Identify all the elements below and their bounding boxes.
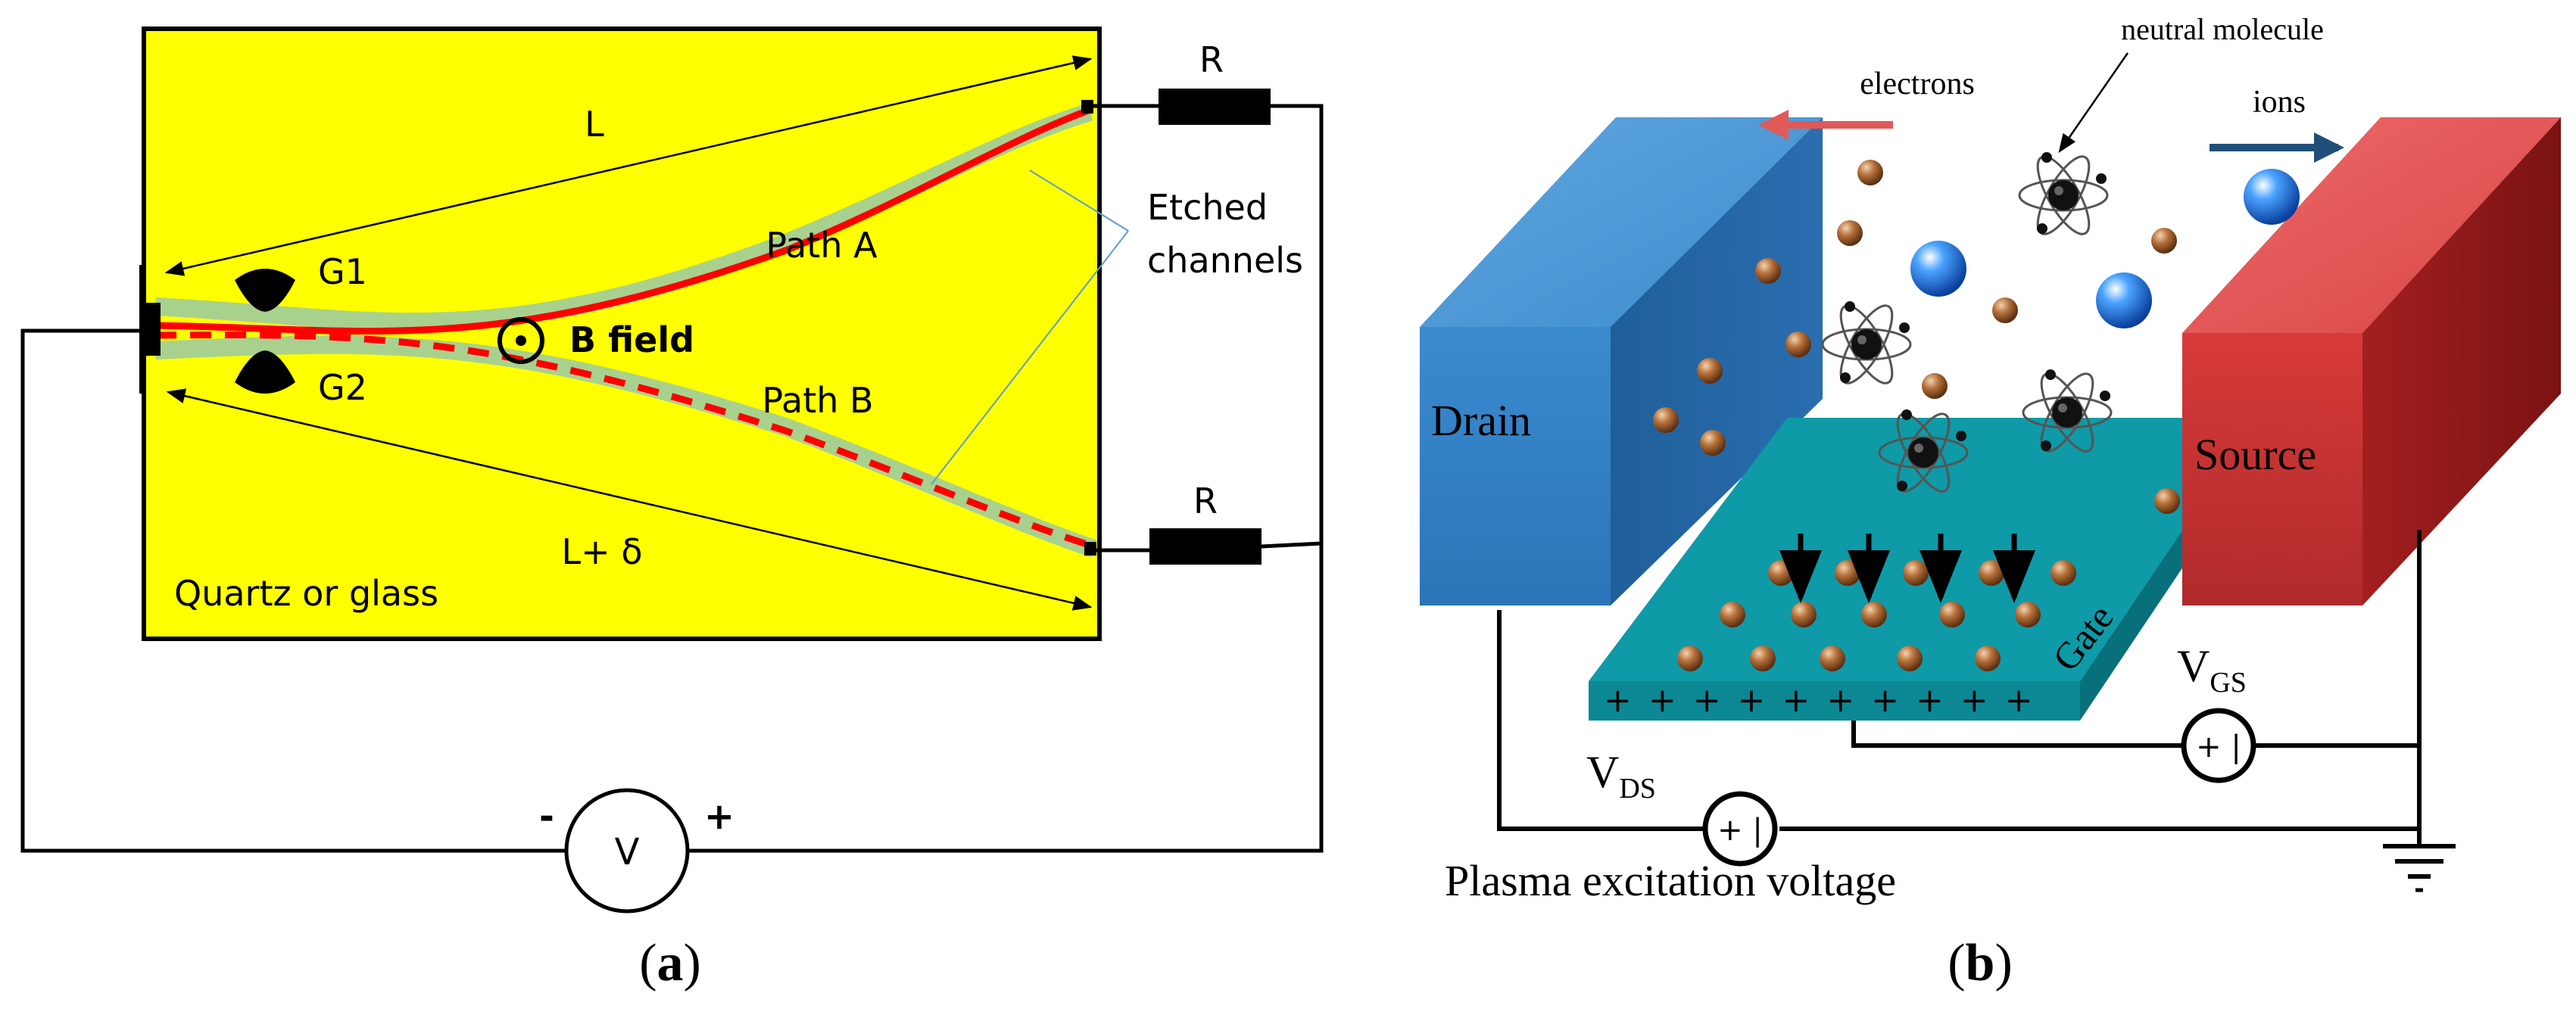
caption-a: (a) (639, 934, 701, 992)
contact-top-right (1081, 100, 1093, 114)
electron (1791, 602, 1817, 627)
neutral-molecule-icon (1821, 297, 1912, 391)
wire-bottom-resistor-right (1260, 541, 1322, 549)
electron (1837, 220, 1863, 246)
ions-label: ions (2253, 85, 2306, 120)
electron (1861, 602, 1887, 627)
gate-g1-label: G1 (318, 251, 367, 292)
panel-b: neutral molecule electrons ions Drain So… (1420, 12, 2561, 992)
electron (1979, 560, 2004, 586)
vgs-source-glyph: + | (2196, 730, 2241, 764)
electron (1700, 430, 1726, 456)
gate-g2-electrode (235, 350, 295, 394)
etched-channels-label-1: Etched (1147, 187, 1268, 228)
vgs-source-symbol (2181, 708, 2256, 783)
vds-source-glyph: + | (1717, 813, 1763, 848)
drain-label: Drain (1431, 396, 1531, 445)
etched-leader-1 (1029, 170, 1129, 232)
electron (2051, 560, 2076, 586)
electron (1750, 646, 1776, 671)
vds-source-symbol (1702, 791, 1778, 867)
vgs-wire (1851, 721, 2185, 748)
electron (1939, 602, 1965, 627)
source-label: Source (2194, 430, 2316, 479)
substrate-label: Quartz or glass (174, 573, 438, 614)
neutral-molecule-label: neutral molecule (2121, 12, 2324, 46)
resistor-bottom-label: R (1193, 481, 1218, 521)
contact-bottom-right (1084, 542, 1096, 556)
source-front-face (2182, 333, 2362, 606)
electron (1820, 646, 1845, 671)
electron (1992, 297, 2018, 323)
voltmeter-plus: + (704, 795, 734, 838)
electron (1835, 560, 1860, 586)
etched-channels-label-2: channels (1147, 240, 1303, 281)
circuit-wire-right (688, 104, 1324, 853)
voltmeter-symbol (564, 788, 690, 914)
electron (1755, 258, 1781, 284)
voltmeter-label: V (615, 831, 640, 873)
electron (1922, 373, 1948, 399)
gate-g1-electrode (235, 269, 295, 312)
vds-wire (1497, 610, 1704, 831)
path-a-label: Path A (766, 225, 878, 266)
electron (1720, 602, 1745, 627)
gate-charges-label: + + + + + + + + + + (1604, 681, 2036, 720)
neutral-molecule-icon (2018, 148, 2109, 242)
electron (1768, 560, 1794, 586)
neutral-molecule-pointer (2058, 52, 2129, 154)
electron (1975, 646, 2001, 671)
resistor-bottom (1149, 528, 1261, 565)
electron (1653, 407, 1679, 433)
gate-front-face (1589, 681, 2080, 721)
source-side-face (2362, 117, 2561, 606)
b-field-dot (516, 335, 526, 346)
length-arrow-bottom (166, 388, 1093, 611)
b-field-label: B field (569, 319, 694, 360)
electron (2015, 602, 2041, 627)
panel-a: L L+ δ Path A Path B G1 G2 B field Etche… (20, 26, 1324, 992)
electron (1785, 332, 1811, 357)
voltmeter-minus: - (539, 795, 554, 838)
electron (1677, 646, 1703, 671)
electron (1857, 160, 1883, 185)
length-top-label: L (585, 104, 604, 145)
resistor-top-label: R (1199, 39, 1224, 80)
gate-attraction-arrows (1779, 534, 2035, 603)
electron (2154, 488, 2180, 514)
path-b-label: Path B (762, 380, 873, 421)
vgs-label: VGS (2177, 641, 2247, 699)
vds-label: VDS (1586, 747, 1656, 805)
electron (1897, 646, 1923, 671)
caption-b: (b) (1948, 934, 2013, 992)
length-bottom-label: L+ δ (562, 531, 643, 572)
electrons-label: electrons (1860, 67, 1975, 101)
circuit-wire-left (20, 328, 566, 853)
drain-top-face (1420, 117, 1823, 327)
ion (1910, 241, 1966, 297)
source-top-face (2182, 117, 2561, 333)
ion (2096, 272, 2152, 328)
etched-leader-2 (931, 230, 1129, 485)
electron (2151, 228, 2177, 254)
gate-g2-label: G2 (318, 367, 367, 408)
b-field-symbol (497, 317, 544, 364)
plasma-voltage-label: Plasma excitation voltage (1445, 856, 1896, 905)
electron (1903, 560, 1929, 586)
length-arrow-top (164, 55, 1093, 276)
resistor-top (1159, 89, 1271, 125)
drain-front-face (1420, 327, 1611, 606)
gate-top-face (1589, 418, 2259, 681)
ion (2244, 169, 2300, 225)
electron (1697, 358, 1723, 384)
